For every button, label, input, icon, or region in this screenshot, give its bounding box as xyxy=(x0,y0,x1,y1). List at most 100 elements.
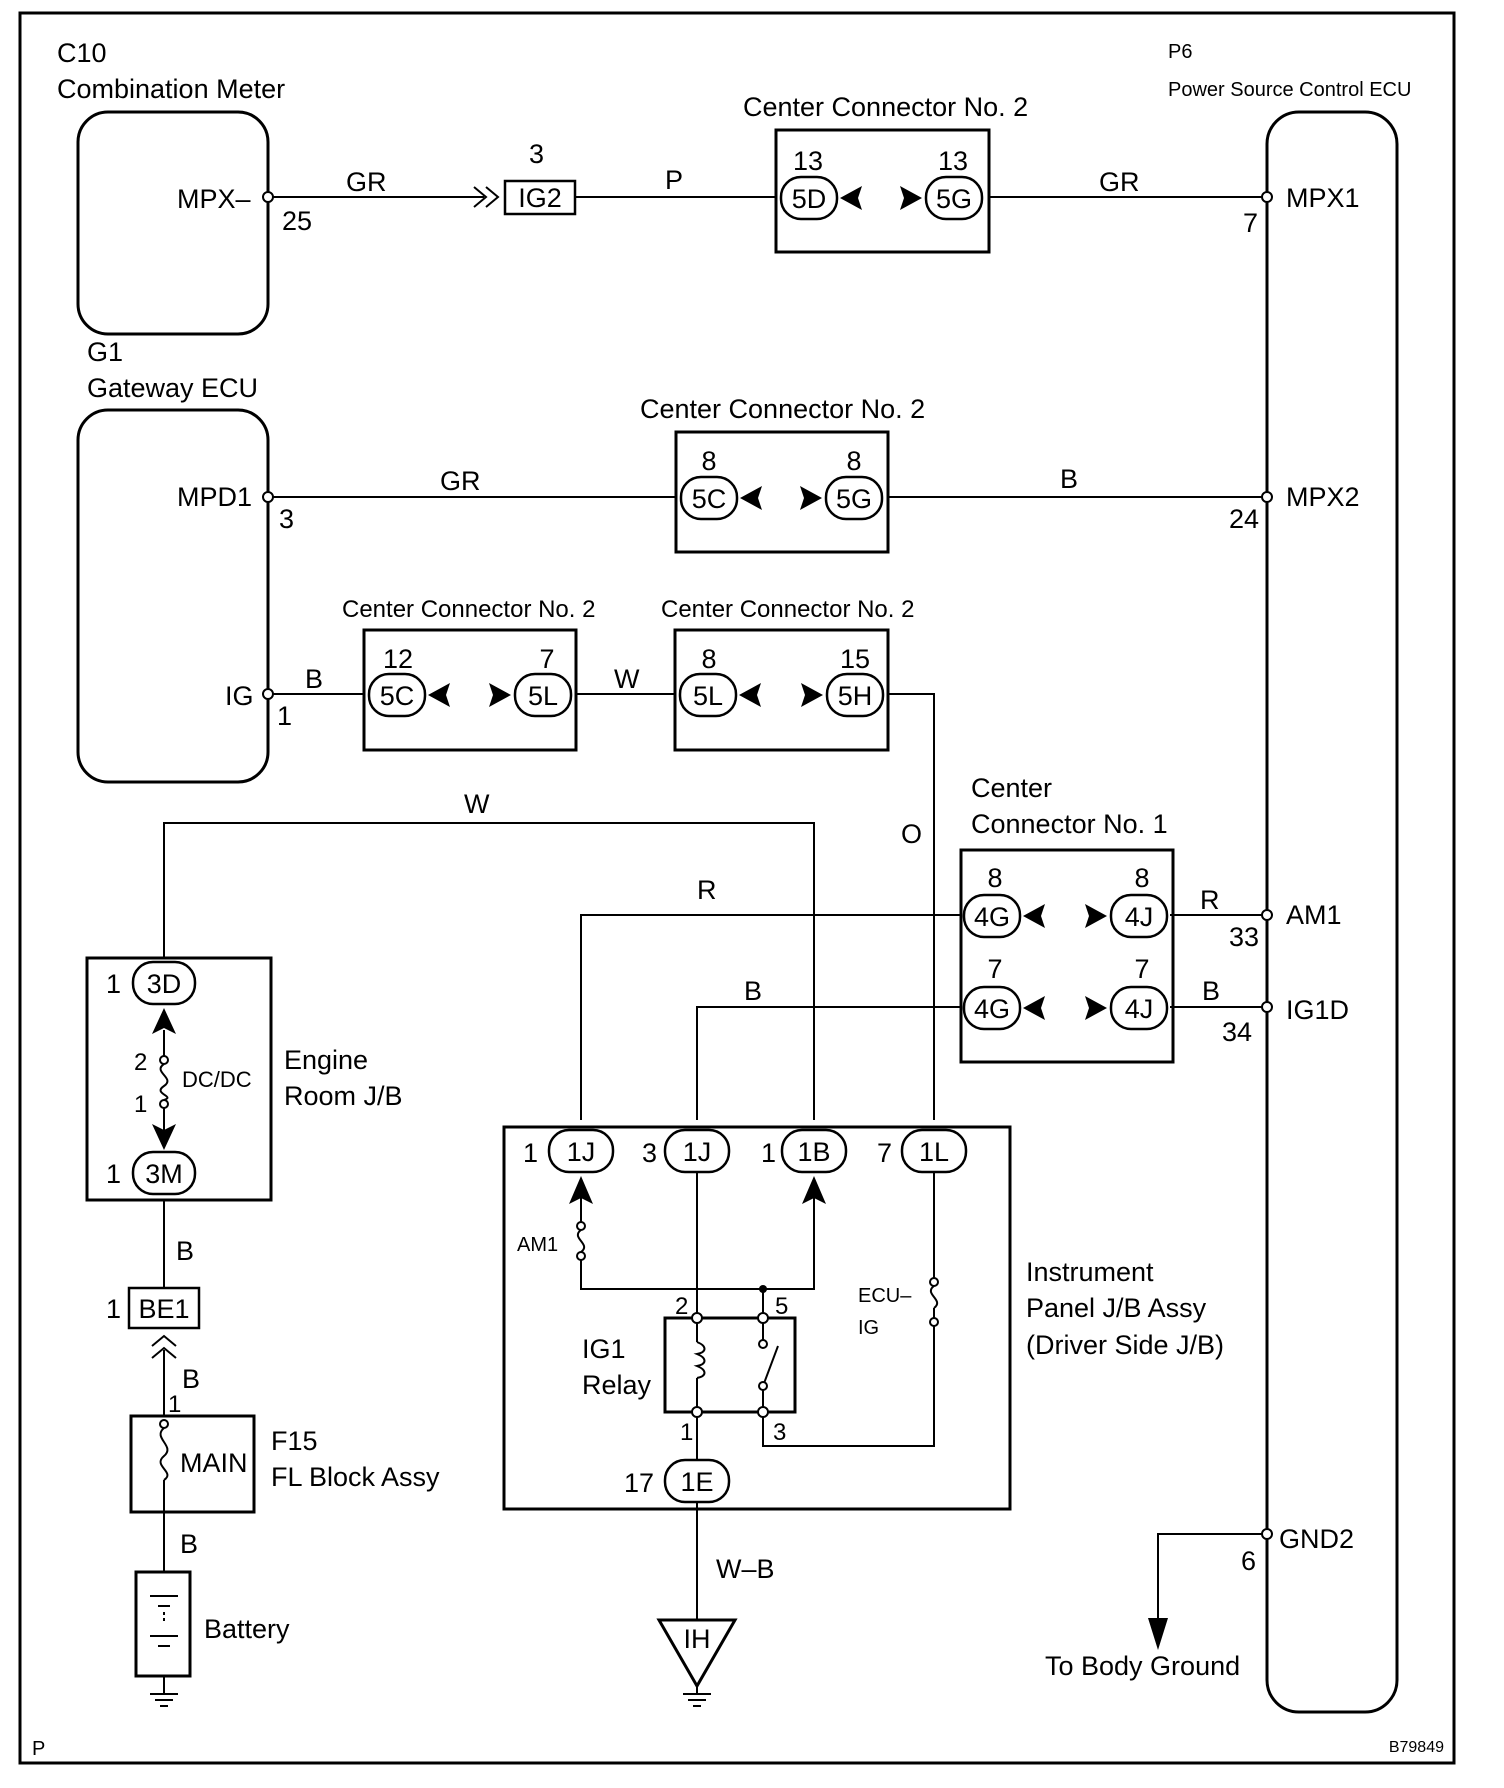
relay-pin-5: 5 xyxy=(775,1293,788,1320)
be1-label: BE1 xyxy=(138,1294,189,1324)
cc2-ig-a-title: Center Connector No. 2 xyxy=(342,596,595,623)
fl-block-top-pin: 1 xyxy=(168,1391,181,1418)
footer-right: B79849 xyxy=(1389,1739,1444,1756)
be1-pin: 1 xyxy=(106,1294,121,1324)
ecu-ig-fuse-label-2: IG xyxy=(858,1317,879,1339)
cc2-ig-a-right: 5L xyxy=(528,681,558,711)
cc2-mid-title: Center Connector No. 2 xyxy=(640,394,925,424)
engine-room-jb-name-2: Room J/B xyxy=(284,1081,403,1111)
gateway-ecu-mpd1-no: 3 xyxy=(279,504,294,534)
ecu-ig-fuse-label-1: ECU– xyxy=(858,1285,912,1307)
wire-label-mpx-right: GR xyxy=(1099,167,1140,197)
center-connector-1: Center Connector No. 1 8 8 4G 4J 7 7 4G … xyxy=(959,773,1175,1064)
body-ground-label: To Body Ground xyxy=(1045,1651,1240,1681)
wire-label-top-w: W xyxy=(464,789,490,819)
power-ecu-gnd2-no: 6 xyxy=(1241,1546,1256,1576)
power-ecu-ref: P6 xyxy=(1168,41,1192,63)
cc2-ig-a-left: 5C xyxy=(380,681,415,711)
cc2-ig-b-left-pin: 8 xyxy=(701,644,716,674)
relay-name-2: Relay xyxy=(582,1370,652,1400)
fl-block-name: FL Block Assy xyxy=(271,1462,440,1492)
dc-dc-fuse-pin-bottom: 1 xyxy=(134,1091,147,1118)
ig2-pin: 3 xyxy=(529,139,544,169)
wire-labels: GR P GR GR B B W O W R R B B B B B W–B xyxy=(176,165,1220,1584)
cc2-top-title: Center Connector No. 2 xyxy=(743,92,1028,122)
wires xyxy=(163,196,1267,1694)
ig2-connector: IG2 3 xyxy=(473,139,577,216)
combination-meter-ref: C10 xyxy=(57,38,107,68)
wire-label-ig1d-b: B xyxy=(744,976,762,1006)
wire-label-ig1d-b-short: B xyxy=(1202,976,1220,1006)
wire-label-b-3m: B xyxy=(176,1236,194,1266)
be1-connector: BE1 1 xyxy=(106,1286,201,1359)
combination-meter: C10 Combination Meter MPX– 25 xyxy=(57,38,312,336)
cc1-r1-right-pin: 8 xyxy=(1134,863,1149,893)
center-connector-top: Center Connector No. 2 13 13 5D 5G xyxy=(743,92,1028,254)
gateway-ecu-ig-no: 1 xyxy=(277,701,292,731)
cc1-r1-right: 4J xyxy=(1125,902,1154,932)
combination-meter-name: Combination Meter xyxy=(57,74,285,104)
engine-room-jb-bottom-pin: 1 xyxy=(106,1159,121,1189)
ground-ih: IH xyxy=(656,1618,738,1707)
am1-fuse-label: AM1 xyxy=(517,1234,558,1256)
cc2-ig-b-left: 5L xyxy=(693,681,723,711)
relay-pin-2: 2 xyxy=(675,1293,688,1320)
relay-pin-3: 3 xyxy=(773,1419,786,1446)
diagram-frame xyxy=(18,11,1456,1765)
instrument-jb-name-1: Instrument xyxy=(1026,1257,1154,1287)
cc1-title-1: Center xyxy=(971,773,1052,803)
wire-label-mpx-mid: P xyxy=(665,165,683,195)
ij-c4-pin: 7 xyxy=(877,1138,892,1168)
gateway-ecu: G1 Gateway ECU MPD1 3 IG 1 xyxy=(76,337,294,784)
power-ecu-ig1d: IG1D xyxy=(1286,995,1349,1025)
gateway-ecu-mpd1: MPD1 xyxy=(177,482,252,512)
cc2-ig-a-right-pin: 7 xyxy=(539,644,554,674)
gateway-ecu-name: Gateway ECU xyxy=(87,373,258,403)
ij-c1-pin: 1 xyxy=(523,1138,538,1168)
cc2-mid-left-pin: 8 xyxy=(701,446,716,476)
cc1-r2-right-pin: 7 xyxy=(1134,954,1149,984)
fl-block-ref: F15 xyxy=(271,1426,318,1456)
gateway-ecu-ig: IG xyxy=(225,681,254,711)
wire-top-w xyxy=(163,822,815,1120)
ij-out-conn: 1E xyxy=(680,1467,713,1497)
combination-meter-pin-no: 25 xyxy=(282,206,312,236)
power-ecu-mpx2: MPX2 xyxy=(1286,482,1360,512)
wire-label-am1-r-short: R xyxy=(1200,885,1220,915)
center-connector-ig-a: Center Connector No. 2 12 7 5C 5L xyxy=(342,596,595,752)
gateway-ecu-ref: G1 xyxy=(87,337,123,367)
cc2-ig-b-title: Center Connector No. 2 xyxy=(661,596,914,623)
cc2-mid-right-pin: 8 xyxy=(846,446,861,476)
ground-ih-label: IH xyxy=(684,1624,711,1654)
wire-label-b-be1: B xyxy=(182,1364,200,1394)
power-ecu-gnd2: GND2 xyxy=(1279,1524,1354,1554)
power-ecu-ig1d-no: 34 xyxy=(1222,1017,1252,1047)
ij-c2: 1J xyxy=(683,1137,712,1167)
wire-r-am1 xyxy=(580,914,961,1120)
cc1-title-2: Connector No. 1 xyxy=(971,809,1168,839)
cc2-mid-right: 5G xyxy=(836,484,872,514)
cc2-top-right-pin: 13 xyxy=(938,146,968,176)
power-ecu-name: Power Source Control ECU xyxy=(1168,79,1411,101)
main-fuse-label: MAIN xyxy=(180,1448,248,1478)
ij-c3: 1B xyxy=(797,1137,830,1167)
cc2-top-left: 5D xyxy=(792,184,827,214)
ij-out-pin: 17 xyxy=(624,1468,654,1498)
wire-ig-o xyxy=(888,693,935,1120)
wire-label-mpx-left: GR xyxy=(346,167,387,197)
wire-label-am1-r: R xyxy=(697,875,717,905)
wire-b-ig1d xyxy=(696,1006,961,1120)
wire-label-ig-down: O xyxy=(901,819,922,849)
cc2-ig-b-right: 5H xyxy=(838,681,873,711)
ij-c4: 1L xyxy=(919,1137,949,1167)
relay-name-1: IG1 xyxy=(582,1334,626,1364)
engine-room-jb-top-conn: 3D xyxy=(147,969,182,999)
center-connector-mid: Center Connector No. 2 8 8 5C 5G xyxy=(640,394,925,554)
instrument-panel-jb: Instrument Panel J/B Assy (Driver Side J… xyxy=(502,1125,1224,1511)
power-ecu-mpx1-no: 7 xyxy=(1243,208,1258,238)
power-ecu-am1-no: 33 xyxy=(1229,922,1259,952)
cc2-mid-left: 5C xyxy=(692,484,727,514)
ij-c3-pin: 1 xyxy=(761,1138,776,1168)
combination-meter-pin-name: MPX– xyxy=(177,184,251,214)
dc-dc-fuse-label: DC/DC xyxy=(182,1067,252,1092)
